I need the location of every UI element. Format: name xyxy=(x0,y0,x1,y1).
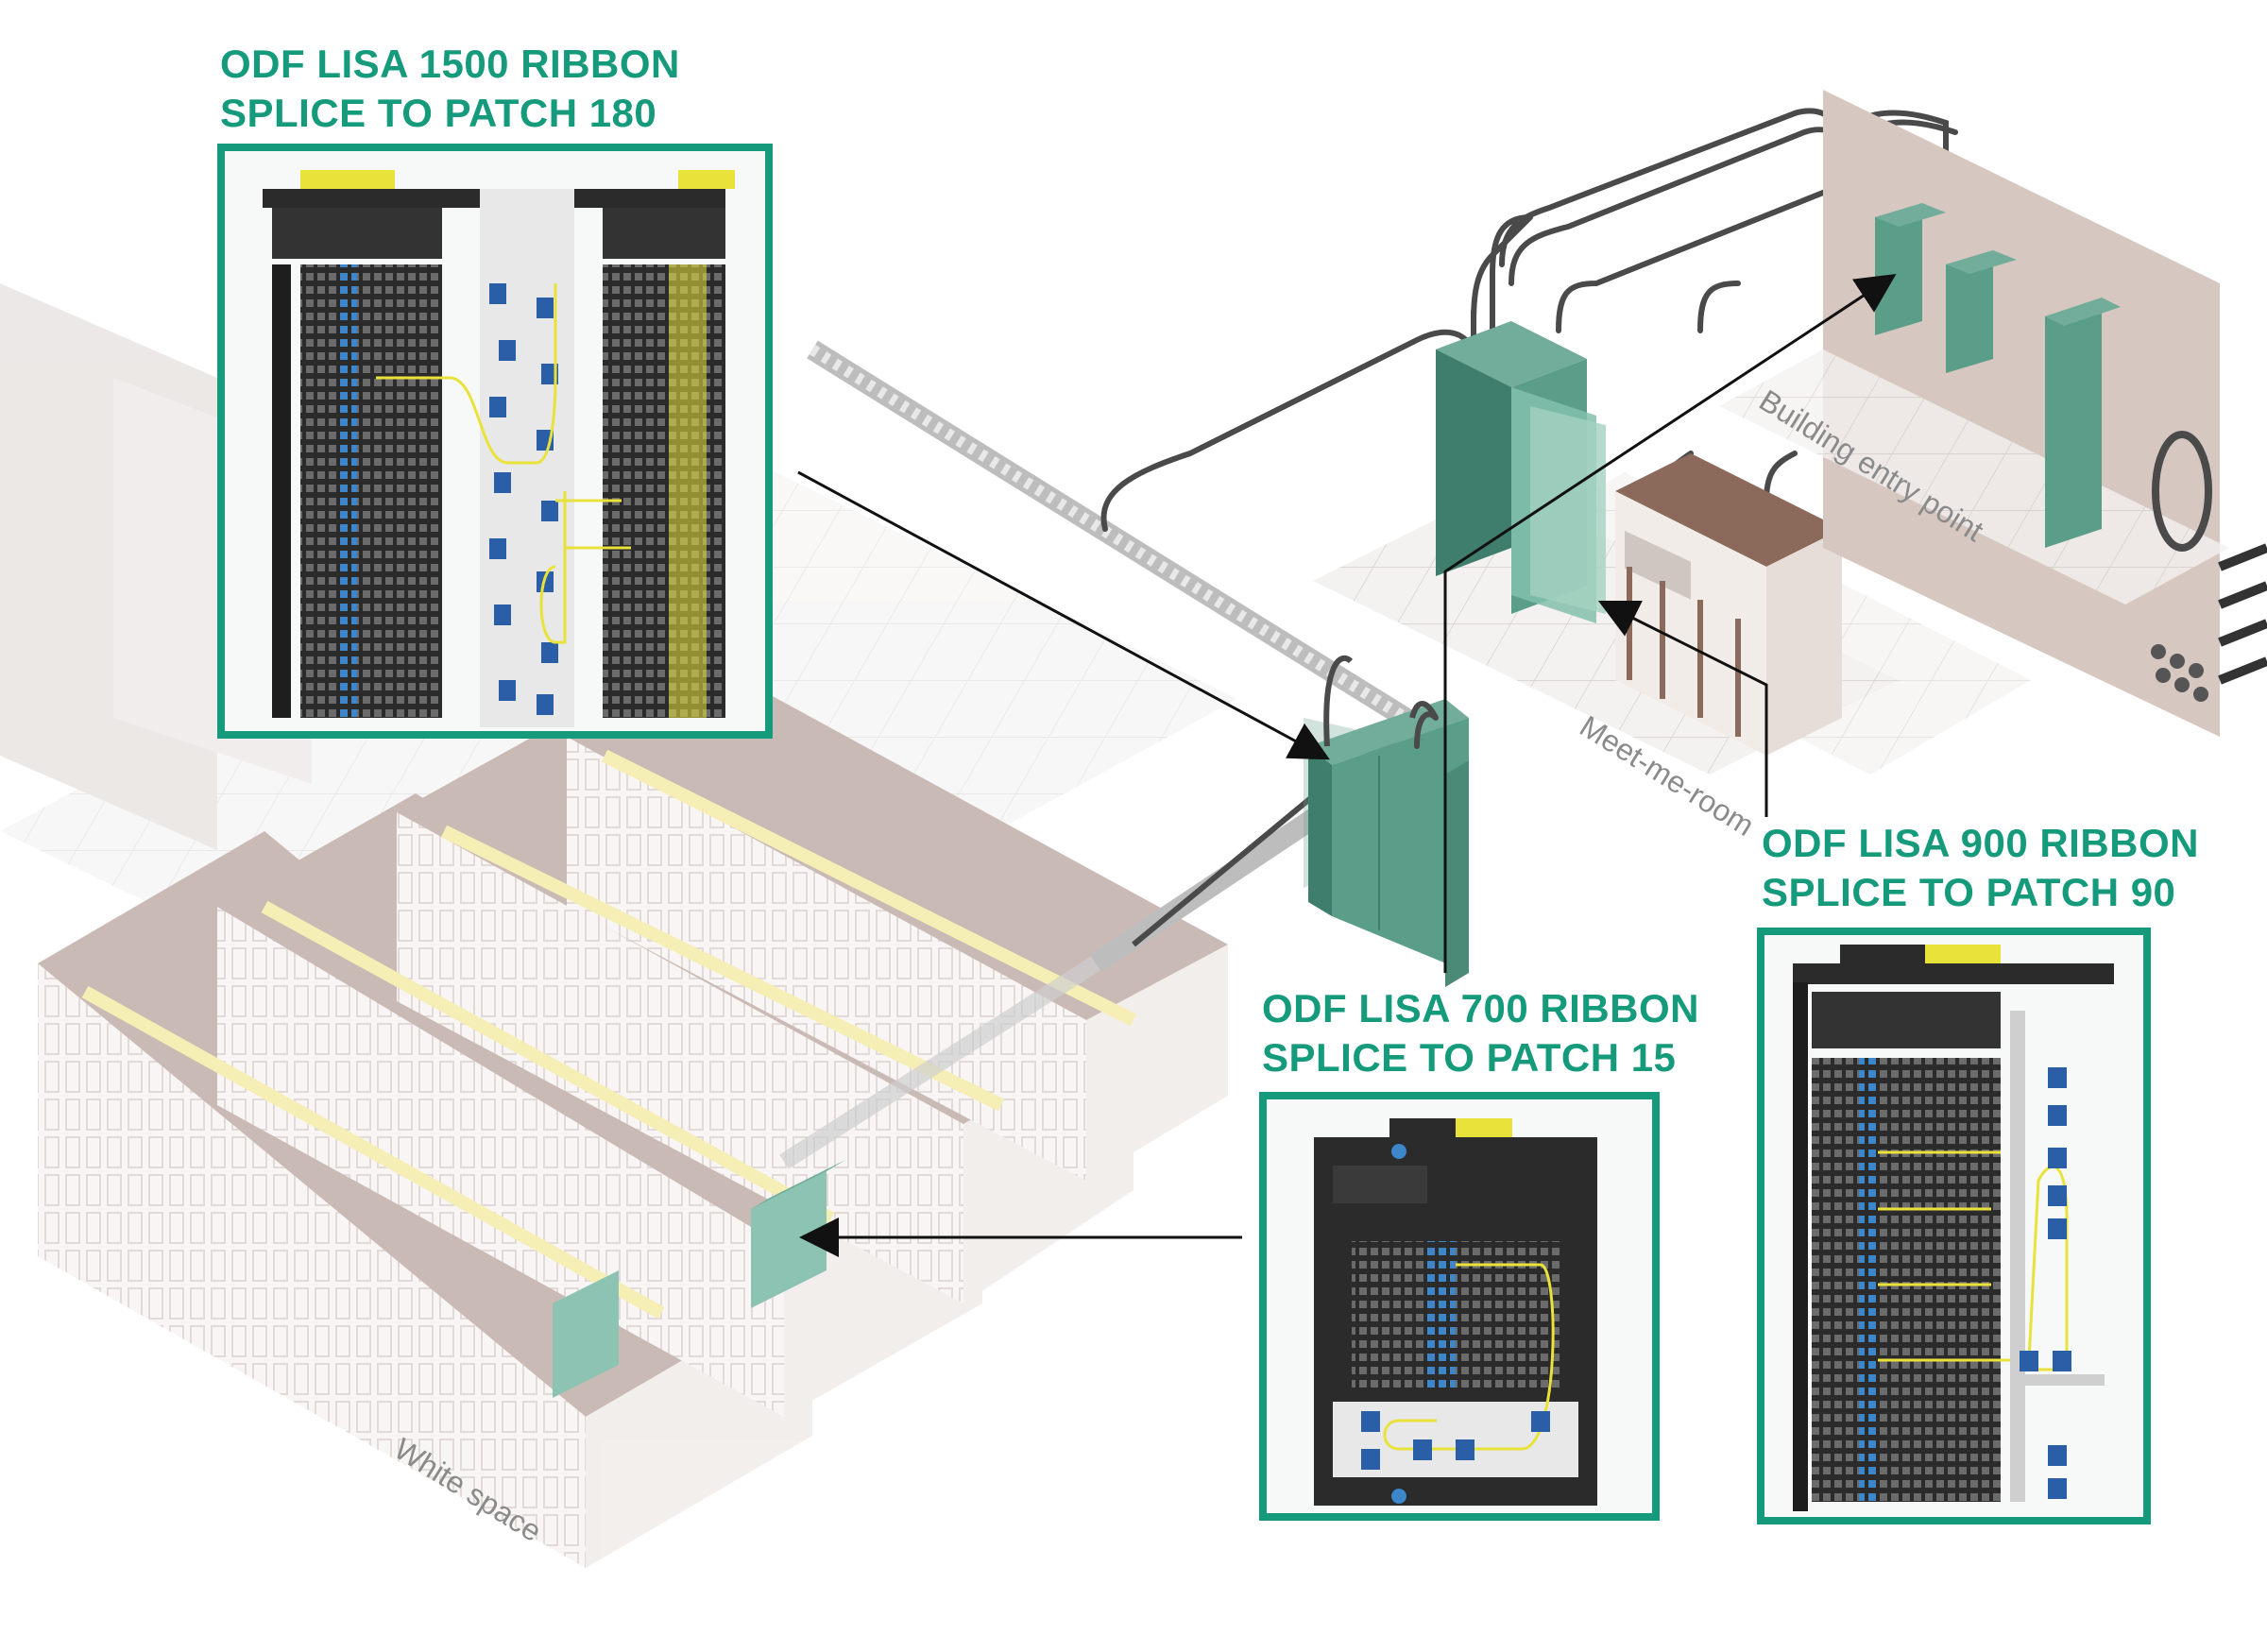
lisa700-panel xyxy=(1259,1092,1660,1521)
lisa1500-title-line1: ODF LISA 1500 RIBBON xyxy=(220,42,680,86)
zone-cabinet-b xyxy=(751,1160,845,1308)
arrow-lisa1500 xyxy=(797,470,1330,760)
lisa1500-frame-illustration xyxy=(263,170,735,727)
lisa900-title-line1: ODF LISA 900 RIBBON xyxy=(1762,821,2200,865)
building-entry-area: Building entry point xyxy=(1719,90,2267,737)
lisa700-title-line1: ODF LISA 700 RIBBON xyxy=(1262,986,1700,1030)
zone-cabinet-a xyxy=(553,1261,638,1398)
lisa700-title-line2: SPLICE TO PATCH 15 xyxy=(1262,1035,1677,1080)
lisa700-frame-illustration xyxy=(1314,1118,1597,1506)
lisa900-title: ODF LISA 900 RIBBON SPLICE TO PATCH 90 xyxy=(1762,819,2199,917)
lisa1500-title: ODF LISA 1500 RIBBON SPLICE TO PATCH 180 xyxy=(220,40,680,138)
entry-ducts xyxy=(2151,644,2208,702)
lisa900-title-line2: SPLICE TO PATCH 90 xyxy=(1762,870,2176,914)
lisa900-panel xyxy=(1757,928,2151,1524)
rack-row-4 xyxy=(567,661,1228,1181)
callout-arrows xyxy=(797,274,1897,1257)
lisa900-frame-illustration xyxy=(1793,945,2114,1511)
lisa1500-panel xyxy=(217,144,773,739)
white-space-area xyxy=(0,283,1237,1568)
arrow-lisa900 xyxy=(1597,600,1768,817)
lisa700-title: ODF LISA 700 RIBBON SPLICE TO PATCH 15 xyxy=(1262,984,1699,1082)
arrow-lisa700-entry xyxy=(1443,274,1897,973)
lisa1500-title-line2: SPLICE TO PATCH 180 xyxy=(220,91,657,135)
mda-odf-cabinet xyxy=(1304,655,1469,987)
